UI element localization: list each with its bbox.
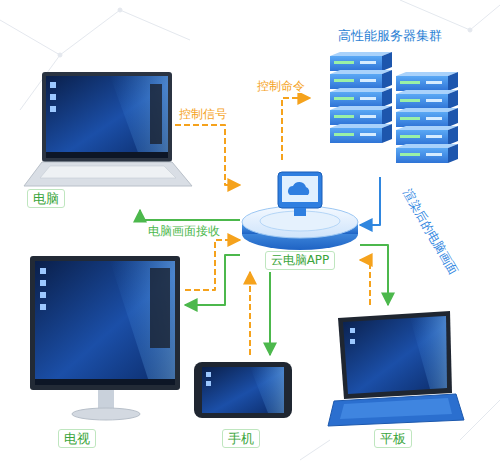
server-cluster-art	[330, 52, 458, 163]
cloud-app-hub: 云电脑APP	[240, 160, 360, 272]
phone-art	[194, 362, 292, 418]
server-cluster: 高性能服务器集群	[310, 22, 470, 177]
tv-art	[30, 256, 180, 420]
tablet-device: 平板	[325, 305, 460, 455]
tv-device: 电视	[25, 250, 185, 455]
flow-arrow	[269, 272, 271, 355]
node-label: 手机	[222, 429, 260, 448]
flow-arrow	[175, 125, 240, 185]
node-label: 平板	[374, 429, 412, 448]
connector-group	[140, 98, 388, 355]
flow-arrow	[360, 260, 370, 305]
tablet-art	[328, 311, 464, 426]
flow-arrow	[185, 255, 240, 305]
flow-arrow	[140, 210, 240, 220]
flow-arrow	[360, 177, 380, 225]
laptop-device: 电脑	[25, 70, 175, 210]
laptop-art	[24, 72, 192, 186]
edge-label: 电脑画面接收	[146, 224, 222, 238]
flow-arrow	[360, 245, 388, 305]
flow-arrow	[249, 272, 251, 355]
phone-device: 手机	[188, 355, 293, 455]
node-label: 高性能服务器集群	[332, 26, 448, 45]
node-label: 云电脑APP	[265, 251, 336, 270]
edge-label: 渲染后的电脑画面	[399, 185, 461, 279]
node-label: 电视	[58, 429, 96, 448]
flow-arrow	[185, 240, 240, 290]
edge-label: 控制命令	[255, 79, 307, 93]
hub-art	[242, 172, 358, 250]
edge-label: 控制信号	[177, 107, 229, 121]
flow-arrow	[282, 98, 310, 160]
node-label: 电脑	[27, 189, 65, 208]
